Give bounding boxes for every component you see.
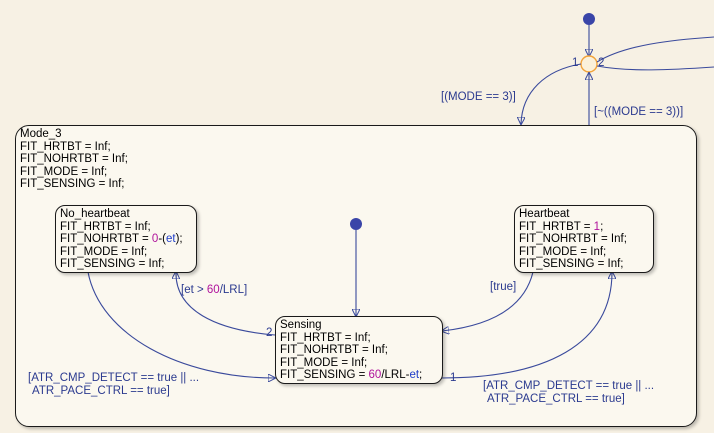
transition-junction-right[interactable]: [596, 36, 714, 63]
transition-junction-right-lower[interactable]: [596, 65, 714, 71]
label-not-mode-3[interactable]: [~((MODE == 3))]: [594, 106, 683, 119]
label-atr-right-line-2: ATR_PACE_CTRL == true]: [487, 392, 625, 405]
heartbeat-line-1: FIT_HRTBT = 1;: [519, 220, 604, 233]
heartbeat-line-3: FIT_MODE = Inf;: [519, 245, 607, 258]
label-true[interactable]: [true]: [490, 281, 516, 294]
label-et-gt-60-lrl[interactable]: [et > 60/LRL]: [181, 284, 248, 296]
state-no-heartbeat-name: No_heartbeat: [60, 208, 130, 220]
noheartbeat-line-1: FIT_HRTBT = Inf;: [60, 220, 151, 233]
mode3-line-2: FIT_NOHRTBT = Inf;: [20, 153, 128, 166]
transition-noheartbeat-to-sensing[interactable]: [87, 271, 275, 378]
label-atr-left-line-1: [ATR_CMP_DETECT == true || ...: [28, 372, 200, 384]
sensing-line-3: FIT_MODE = Inf;: [280, 356, 368, 369]
mode3-line-3: FIT_MODE = Inf;: [20, 165, 108, 178]
default-transition-dot-inner: [350, 218, 362, 230]
label-not-mode-3-text: [~((MODE == 3))]: [594, 106, 684, 118]
order-sensing-right: 1: [450, 372, 457, 384]
mode3-line-4: FIT_SENSING = Inf;: [20, 178, 125, 191]
junction-order-1: 1: [572, 57, 579, 69]
label-atr-left[interactable]: [ATR_CMP_DETECT == true || ... ATR_PACE_…: [28, 372, 199, 397]
sensing-line-2: FIT_NOHRTBT = Inf;: [280, 344, 388, 357]
transition-sensing-to-heartbeat[interactable]: [441, 272, 612, 379]
heartbeat-line-4: FIT_SENSING = Inf;: [519, 258, 624, 271]
label-mode-eq-3-text: [(MODE == 3)]: [441, 91, 516, 103]
label-atr-right[interactable]: [ATR_CMP_DETECT == true || ... ATR_PACE_…: [483, 380, 654, 405]
noheartbeat-line-4: FIT_SENSING = Inf;: [60, 258, 165, 271]
state-heartbeat[interactable]: Heartbeat FIT_HRTBT = 1; FIT_NOHRTBT = I…: [514, 205, 654, 273]
sensing-line-1: FIT_HRTBT = Inf;: [280, 331, 371, 344]
noheartbeat-line-3: FIT_MODE = Inf;: [60, 245, 148, 258]
heartbeat-line-2: FIT_NOHRTBT = Inf;: [519, 233, 627, 246]
junction-order-2: 2: [598, 57, 605, 69]
mode3-line-1: FIT_HRTBT = Inf;: [20, 140, 111, 153]
state-mode-3-name: Mode_3: [20, 128, 62, 140]
connective-junction[interactable]: [580, 55, 598, 73]
transition-junction-to-mode3[interactable]: [521, 63, 582, 124]
noheartbeat-line-2: FIT_NOHRTBT = 0-(et);: [60, 233, 183, 246]
state-no-heartbeat[interactable]: No_heartbeat FIT_HRTBT = Inf; FIT_NOHRTB…: [55, 205, 197, 273]
default-transition-dot-top: [583, 13, 595, 25]
label-mode-eq-3[interactable]: [(MODE == 3)]: [441, 91, 516, 104]
state-sensing[interactable]: Sensing FIT_HRTBT = Inf; FIT_NOHRTBT = I…: [275, 316, 443, 384]
state-sensing-name: Sensing: [280, 319, 322, 331]
transition-heartbeat-to-sensing[interactable]: [442, 271, 534, 331]
sensing-line-4: FIT_SENSING = 60/LRL-et;: [280, 369, 423, 382]
order-sensing-left: 2: [266, 327, 273, 339]
label-true-text: [true]: [490, 281, 517, 293]
state-heartbeat-name: Heartbeat: [519, 208, 570, 220]
transition-sensing-to-noheartbeat[interactable]: [176, 272, 276, 336]
label-atr-right-line-1: [ATR_CMP_DETECT == true || ...: [483, 380, 655, 392]
label-atr-left-line-2: ATR_PACE_CTRL == true]: [32, 384, 170, 397]
